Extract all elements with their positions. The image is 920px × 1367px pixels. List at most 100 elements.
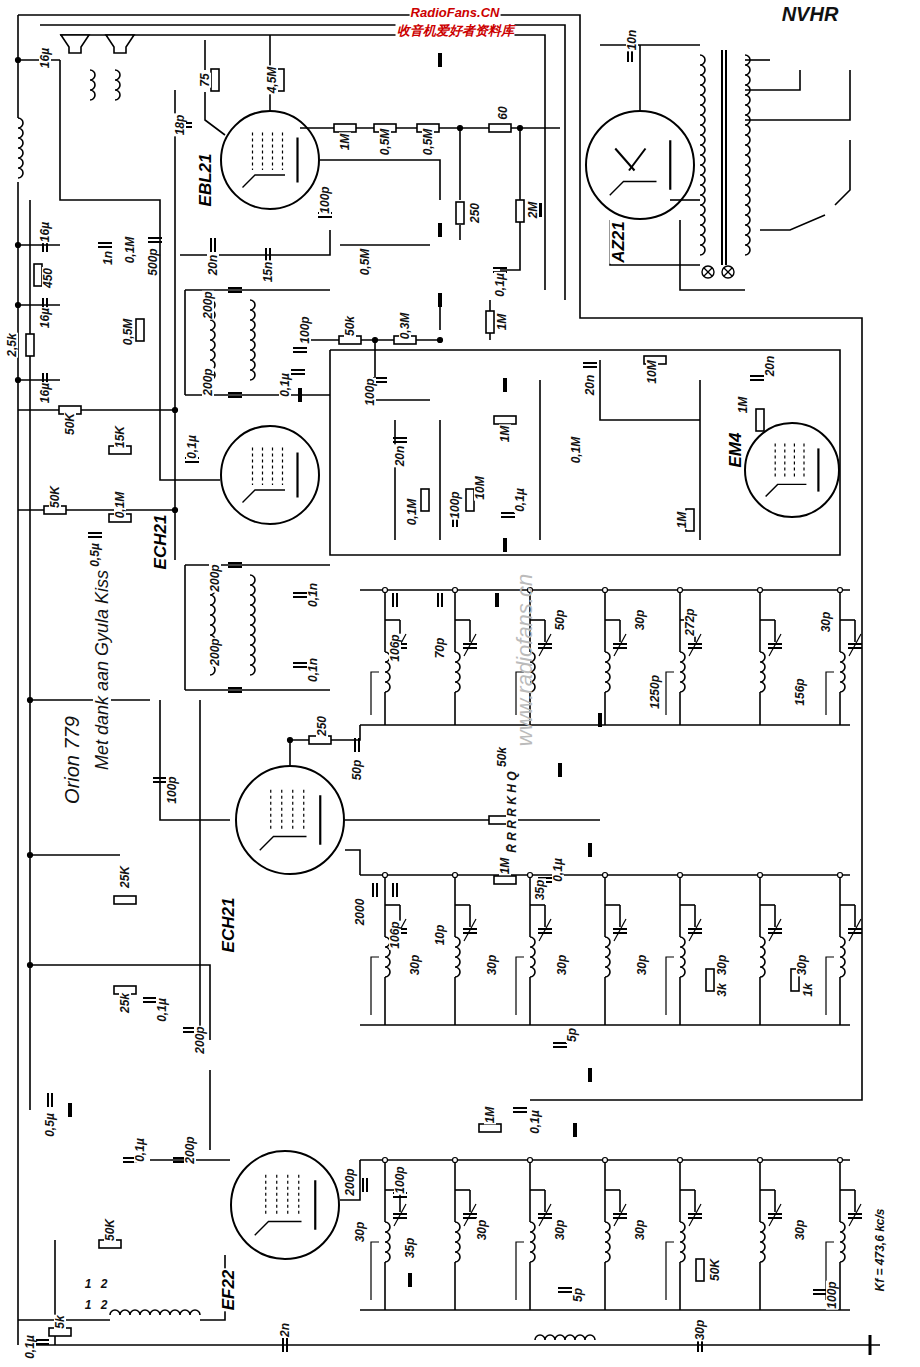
capacitor-symbol [463, 647, 477, 649]
junction-dot [438, 338, 443, 343]
wire [759, 977, 761, 1025]
coil-symbol [455, 652, 460, 692]
vacuum-tube: ECH21 [220, 425, 320, 525]
wire [774, 1190, 776, 1212]
junction-dot [453, 873, 458, 878]
vacuum-tube: AZ21 [585, 110, 695, 220]
coil-symbol [840, 937, 845, 977]
capacitor-symbol [513, 1111, 527, 1113]
component-value: 106p [389, 633, 401, 662]
anode [296, 453, 298, 498]
tube-type: AZ21 [610, 220, 627, 264]
component-value: 0,1M [570, 436, 582, 465]
junction-dot [838, 588, 843, 593]
resistor-symbol [26, 334, 34, 356]
trimmer-arrow [689, 634, 701, 656]
wire [519, 128, 521, 200]
component-value: 200p [202, 290, 214, 319]
trimmer-arrow [464, 634, 476, 656]
wire [774, 905, 776, 927]
wire [600, 44, 700, 46]
component-value: 2 [100, 1278, 109, 1290]
junction-dot [28, 963, 33, 968]
capacitor-symbol [228, 392, 242, 394]
grid [262, 133, 263, 171]
wire [759, 692, 761, 725]
anode [817, 448, 819, 491]
coil-symbol [90, 70, 95, 100]
wire [469, 620, 471, 642]
anode [669, 140, 671, 190]
resistor-symbol [421, 489, 429, 511]
capacitor-symbol [35, 1343, 49, 1345]
wire [610, 220, 700, 265]
grid [276, 1175, 277, 1216]
capacitor-symbol [293, 592, 307, 594]
grid [794, 444, 795, 480]
coil-symbol [680, 652, 685, 692]
component-value: 0,5µ [89, 542, 101, 568]
wire [185, 564, 330, 566]
wire [854, 1190, 856, 1212]
junction-dot [16, 243, 21, 248]
component-value: 30p [694, 1319, 706, 1342]
capacitor-symbol [768, 932, 782, 934]
capacitor-symbol [463, 932, 477, 934]
wire [30, 699, 150, 701]
capacitor-symbol [558, 1287, 572, 1289]
wire [745, 70, 850, 120]
wire [619, 905, 621, 927]
component-value: 1M [496, 313, 508, 332]
ground-symbol [503, 378, 507, 392]
capacitor-symbol [396, 883, 398, 897]
cathode [255, 1222, 302, 1236]
ground-symbol [408, 1273, 412, 1287]
coil-symbol [680, 937, 685, 977]
capacitor-symbol [613, 647, 627, 649]
capacitor-symbol [88, 532, 102, 534]
capacitor-symbol [393, 437, 407, 439]
junction-dot [288, 738, 293, 743]
component-value: 30p [486, 954, 498, 977]
component-value: 0,5M [359, 248, 371, 277]
tube-type: ECH21 [152, 514, 169, 571]
wire [759, 590, 761, 652]
capacitor-symbol [293, 662, 307, 664]
wire [839, 1160, 841, 1222]
watermark: 收音机爱好者资料库 [396, 24, 515, 37]
wire [320, 160, 440, 200]
junction-dot [603, 873, 608, 878]
watermark: www.radiofans.cn [514, 573, 536, 747]
capacitor-symbol [293, 596, 307, 598]
wire [385, 619, 400, 621]
grid [270, 790, 271, 831]
component-value: 25k [119, 992, 131, 1014]
wire [18, 15, 862, 1100]
junction-dot [16, 303, 21, 308]
component-value: 0,3M [399, 312, 411, 341]
junction-dot [528, 1158, 533, 1163]
capacitor-symbol [392, 593, 394, 607]
wire [384, 590, 386, 652]
capacitor-symbol [372, 883, 374, 897]
coil-symbol [745, 55, 750, 255]
capacitor-symbol [148, 241, 162, 243]
capacitor-symbol [553, 1042, 567, 1044]
coil-symbol [760, 937, 765, 977]
component-value: NVHR [781, 4, 840, 24]
wire [745, 59, 770, 61]
anode [629, 149, 646, 171]
component-value: 100p [319, 185, 331, 214]
component-value: 30p [794, 1219, 806, 1242]
wire [600, 360, 700, 420]
coil-symbol [840, 1222, 845, 1262]
component-value: 1n [102, 250, 114, 266]
coil-symbol [110, 1310, 200, 1315]
cathode [766, 484, 807, 496]
capacitor-symbol [513, 1107, 527, 1109]
component-value: 106p [389, 920, 401, 949]
capacitor-symbol [291, 369, 305, 371]
capacitor-symbol [501, 516, 515, 518]
component-value: 16µ [39, 307, 51, 329]
capacitor-symbol [185, 461, 199, 463]
